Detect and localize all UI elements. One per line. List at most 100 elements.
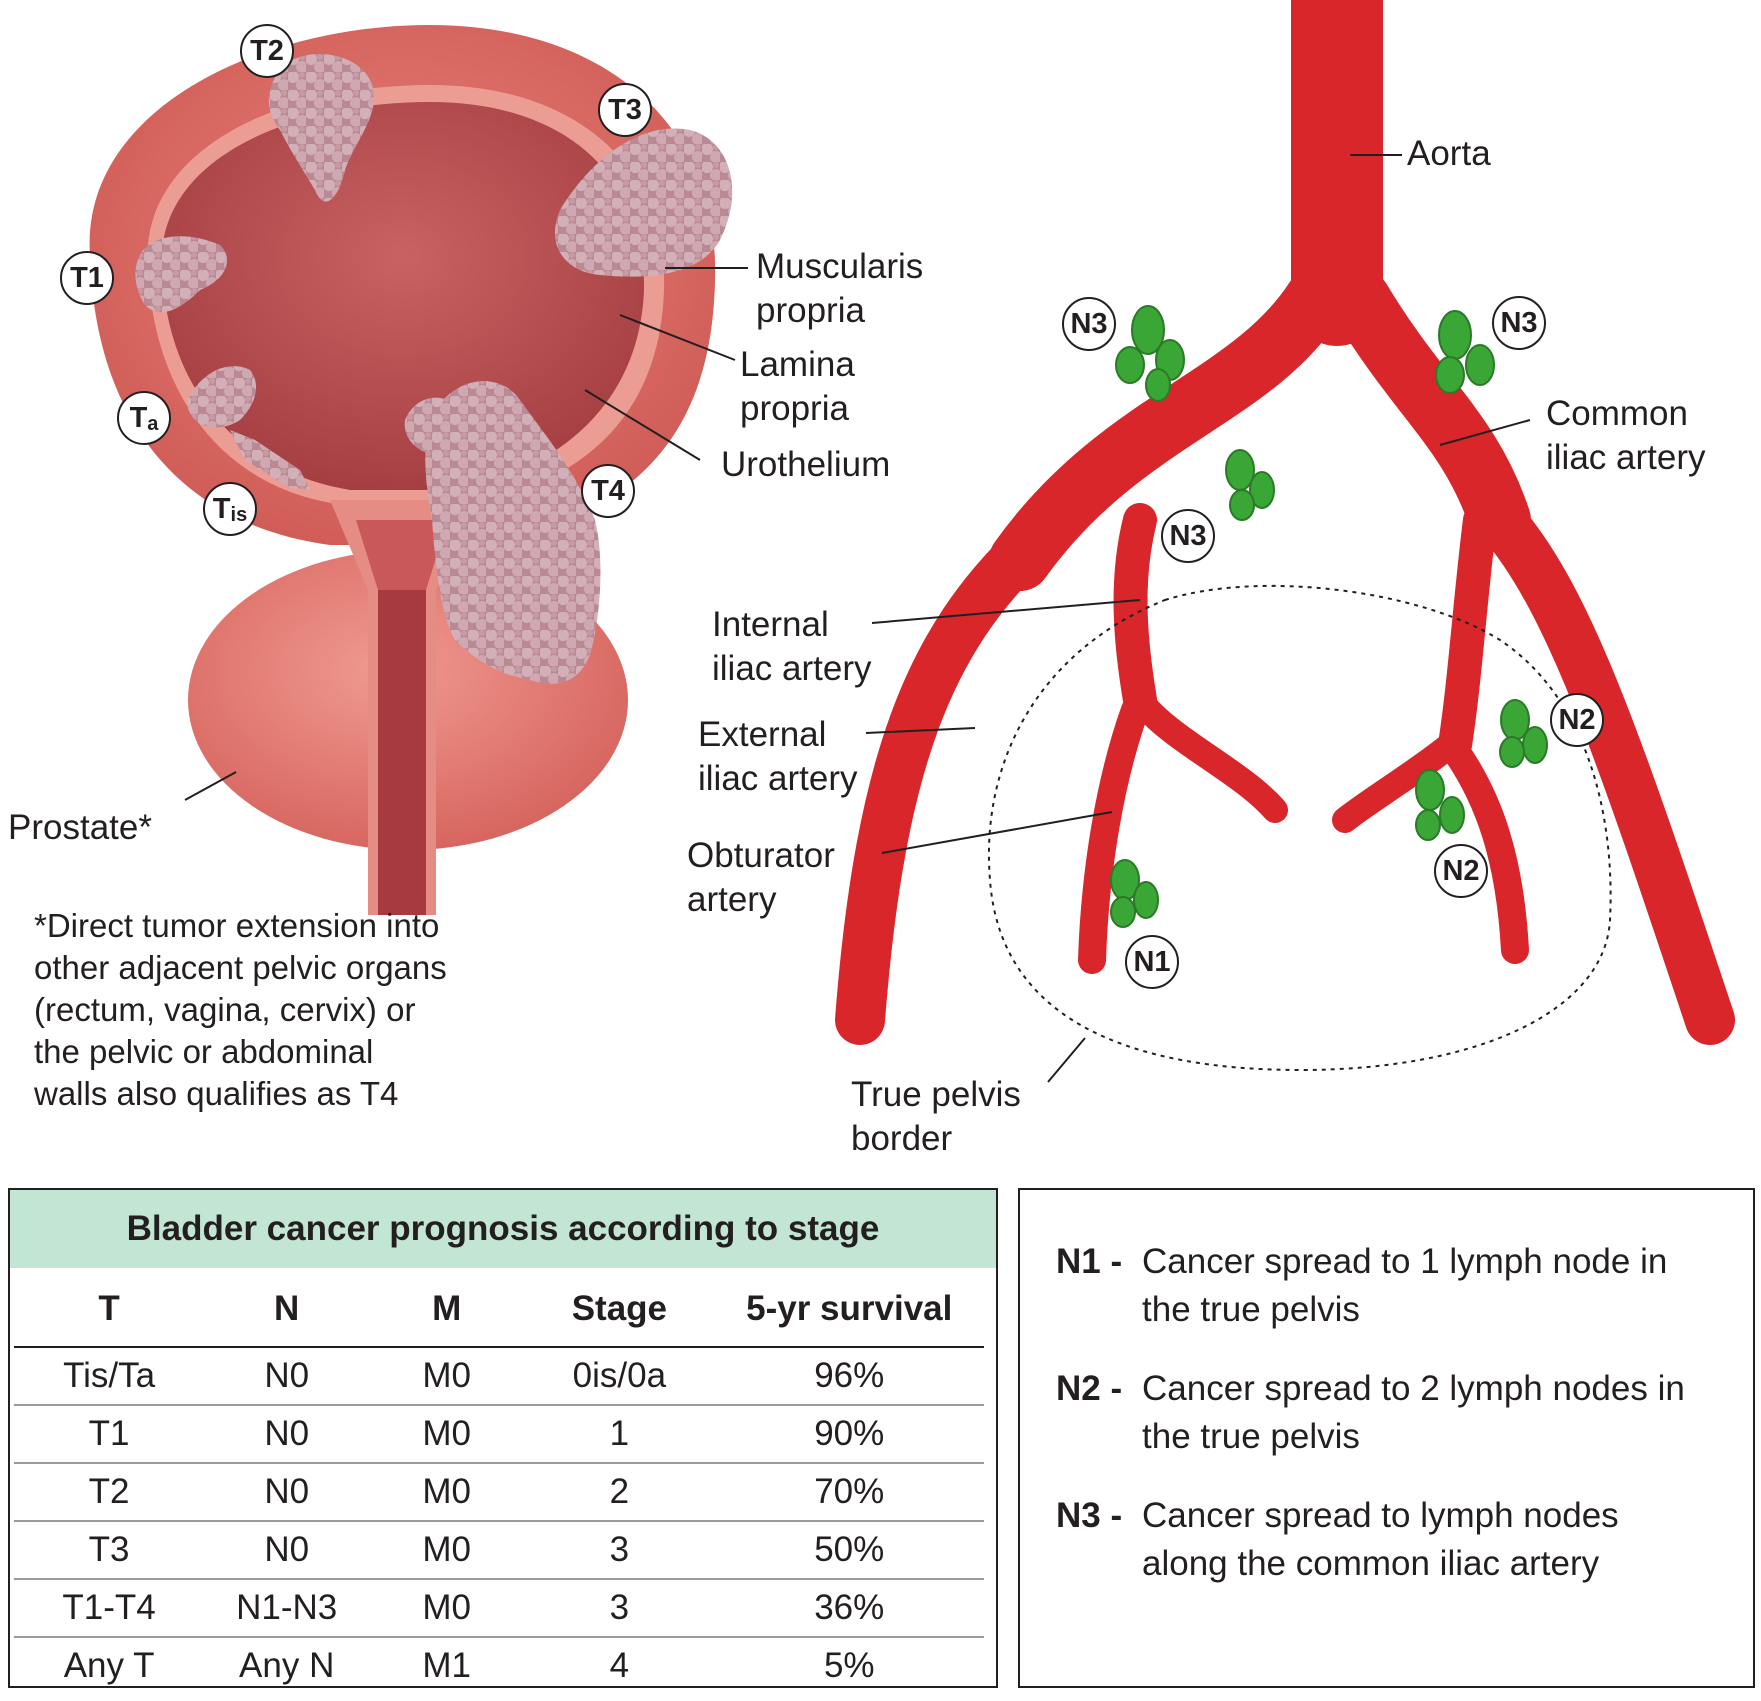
label-external-iliac-artery: External iliac artery <box>698 715 858 798</box>
table-header-row: T N M Stage 5-yr survival <box>14 1272 984 1348</box>
internal-iliac-right <box>1438 503 1497 762</box>
table-row: T1 N0 M0 1 90% <box>14 1405 984 1464</box>
lymph-nodes <box>1110 305 1548 928</box>
badge-n3-left: N3 <box>1062 297 1116 351</box>
cell-survival: 90% <box>714 1405 984 1464</box>
legend-code: N3 - <box>1056 1496 1123 1535</box>
badge-tis-main: T <box>212 492 231 525</box>
legend-code: N2 - <box>1056 1369 1123 1408</box>
cell-t: T1-T4 <box>14 1579 205 1638</box>
true-pelvis-border <box>988 584 1612 1072</box>
bladder-illustration <box>89 25 733 915</box>
label-muscularis-propria: Muscularis propria <box>756 247 924 330</box>
table-row: Any T Any N M1 4 5% <box>14 1637 984 1694</box>
cell-n: N1-N3 <box>204 1579 370 1638</box>
badge-n2-lower: N2 <box>1434 844 1488 898</box>
prognosis-table-panel: Bladder cancer prognosis according to st… <box>8 1188 998 1688</box>
label-internal-iliac-artery: Internal iliac artery <box>712 605 872 688</box>
legend-code: N1 - <box>1056 1242 1123 1281</box>
cell-t: T2 <box>14 1463 205 1522</box>
cell-survival: 70% <box>714 1463 984 1522</box>
badge-t4: T4 <box>581 464 635 518</box>
cell-t: T3 <box>14 1521 205 1580</box>
col-header-survival: 5-yr survival <box>714 1272 984 1348</box>
cell-n: N0 <box>204 1521 370 1580</box>
bladder-leader-lines <box>184 267 748 801</box>
table-row: Tis/Ta N0 M0 0is/0a 96% <box>14 1347 984 1406</box>
node-cluster-n3-right <box>1435 310 1495 394</box>
node-cluster-n3-center <box>1225 449 1275 521</box>
badge-t1: T1 <box>60 251 114 305</box>
tumor-ta <box>187 366 257 428</box>
cell-m: M0 <box>369 1405 525 1464</box>
prognosis-table: T N M Stage 5-yr survival Tis/Ta N0 M0 0… <box>14 1272 984 1694</box>
badge-n1: N1 <box>1125 935 1179 989</box>
tumor-t2 <box>268 53 375 202</box>
cell-stage: 3 <box>524 1521 715 1580</box>
badge-t2: T2 <box>240 24 294 78</box>
prognosis-table-title: Bladder cancer prognosis according to st… <box>10 1190 996 1268</box>
external-iliac-left <box>835 520 1055 1045</box>
label-lamina-propria: Lamina propria <box>740 345 855 428</box>
lymph-node-legend-panel: N1 - Cancer spread to 1 lymph node in th… <box>1018 1188 1755 1688</box>
cell-stage: 3 <box>524 1579 715 1638</box>
cell-t: Any T <box>63 1646 155 1685</box>
label-obturator-artery: Obturator artery <box>687 836 835 919</box>
external-iliac-right <box>1475 495 1735 1045</box>
badge-ta-main: T <box>129 401 148 434</box>
cell-stage: 4 <box>609 1646 630 1685</box>
cell-survival: 5% <box>823 1646 875 1685</box>
badge-tis-sub: is <box>230 503 248 526</box>
cell-m: M1 <box>422 1646 472 1685</box>
cell-survival: 36% <box>714 1579 984 1638</box>
tumor-t4 <box>425 381 601 684</box>
node-cluster-n3-left <box>1115 305 1185 402</box>
cell-stage: 2 <box>524 1463 715 1522</box>
table-row: T2 N0 M0 2 70% <box>14 1463 984 1522</box>
node-cluster-n2-lower <box>1415 769 1465 841</box>
badge-t3: T3 <box>598 83 652 137</box>
cell-survival: 96% <box>714 1347 984 1406</box>
bladder-lumen <box>161 102 645 490</box>
label-aorta: Aorta <box>1407 134 1491 173</box>
label-true-pelvis-border: True pelvis border <box>851 1075 1021 1158</box>
cell-m: M0 <box>369 1463 525 1522</box>
label-prostate: Prostate* <box>8 808 152 847</box>
obturator-artery <box>1078 696 1149 974</box>
tumor-t4-upper <box>404 397 464 455</box>
table-row: T3 N0 M0 3 50% <box>14 1521 984 1580</box>
footnote-t4: *Direct tumor extension into other adjac… <box>34 907 447 1112</box>
label-common-iliac-artery: Common iliac artery <box>1546 394 1706 477</box>
cell-stage: 1 <box>524 1405 715 1464</box>
cell-t: T1 <box>14 1405 205 1464</box>
badge-n3-center: N3 <box>1161 509 1215 563</box>
table-row: T1-T4 N1-N3 M0 3 36% <box>14 1579 984 1638</box>
artery-tree <box>835 0 1735 1045</box>
tumor-tis <box>230 430 310 490</box>
cell-n: Any N <box>239 1646 335 1685</box>
tumor-t3 <box>554 128 733 277</box>
cell-t: Tis/Ta <box>14 1347 205 1406</box>
legend-text: Cancer spread to 1 lymph node in the tru… <box>1142 1242 1668 1329</box>
cell-stage: 0is/0a <box>524 1347 715 1406</box>
label-urothelium: Urothelium <box>721 445 891 484</box>
badge-n3-right: N3 <box>1492 296 1546 350</box>
node-cluster-n1 <box>1110 859 1159 928</box>
cell-m: M0 <box>369 1521 525 1580</box>
common-iliac-left <box>989 269 1346 591</box>
node-cluster-n2-upper <box>1499 699 1548 768</box>
cell-n: N0 <box>204 1463 370 1522</box>
artery-leader-lines <box>865 154 1531 1083</box>
cell-m: M0 <box>369 1579 525 1638</box>
badge-ta-sub: a <box>147 412 159 435</box>
cell-m: M0 <box>369 1347 525 1406</box>
cell-survival: 50% <box>714 1521 984 1580</box>
common-iliac-right <box>1329 269 1531 551</box>
col-header-t: T <box>14 1272 205 1348</box>
legend-text: Cancer spread to lymph nodes along the c… <box>1142 1496 1619 1583</box>
col-header-n: N <box>204 1272 370 1348</box>
badge-n2-upper: N2 <box>1550 693 1604 747</box>
